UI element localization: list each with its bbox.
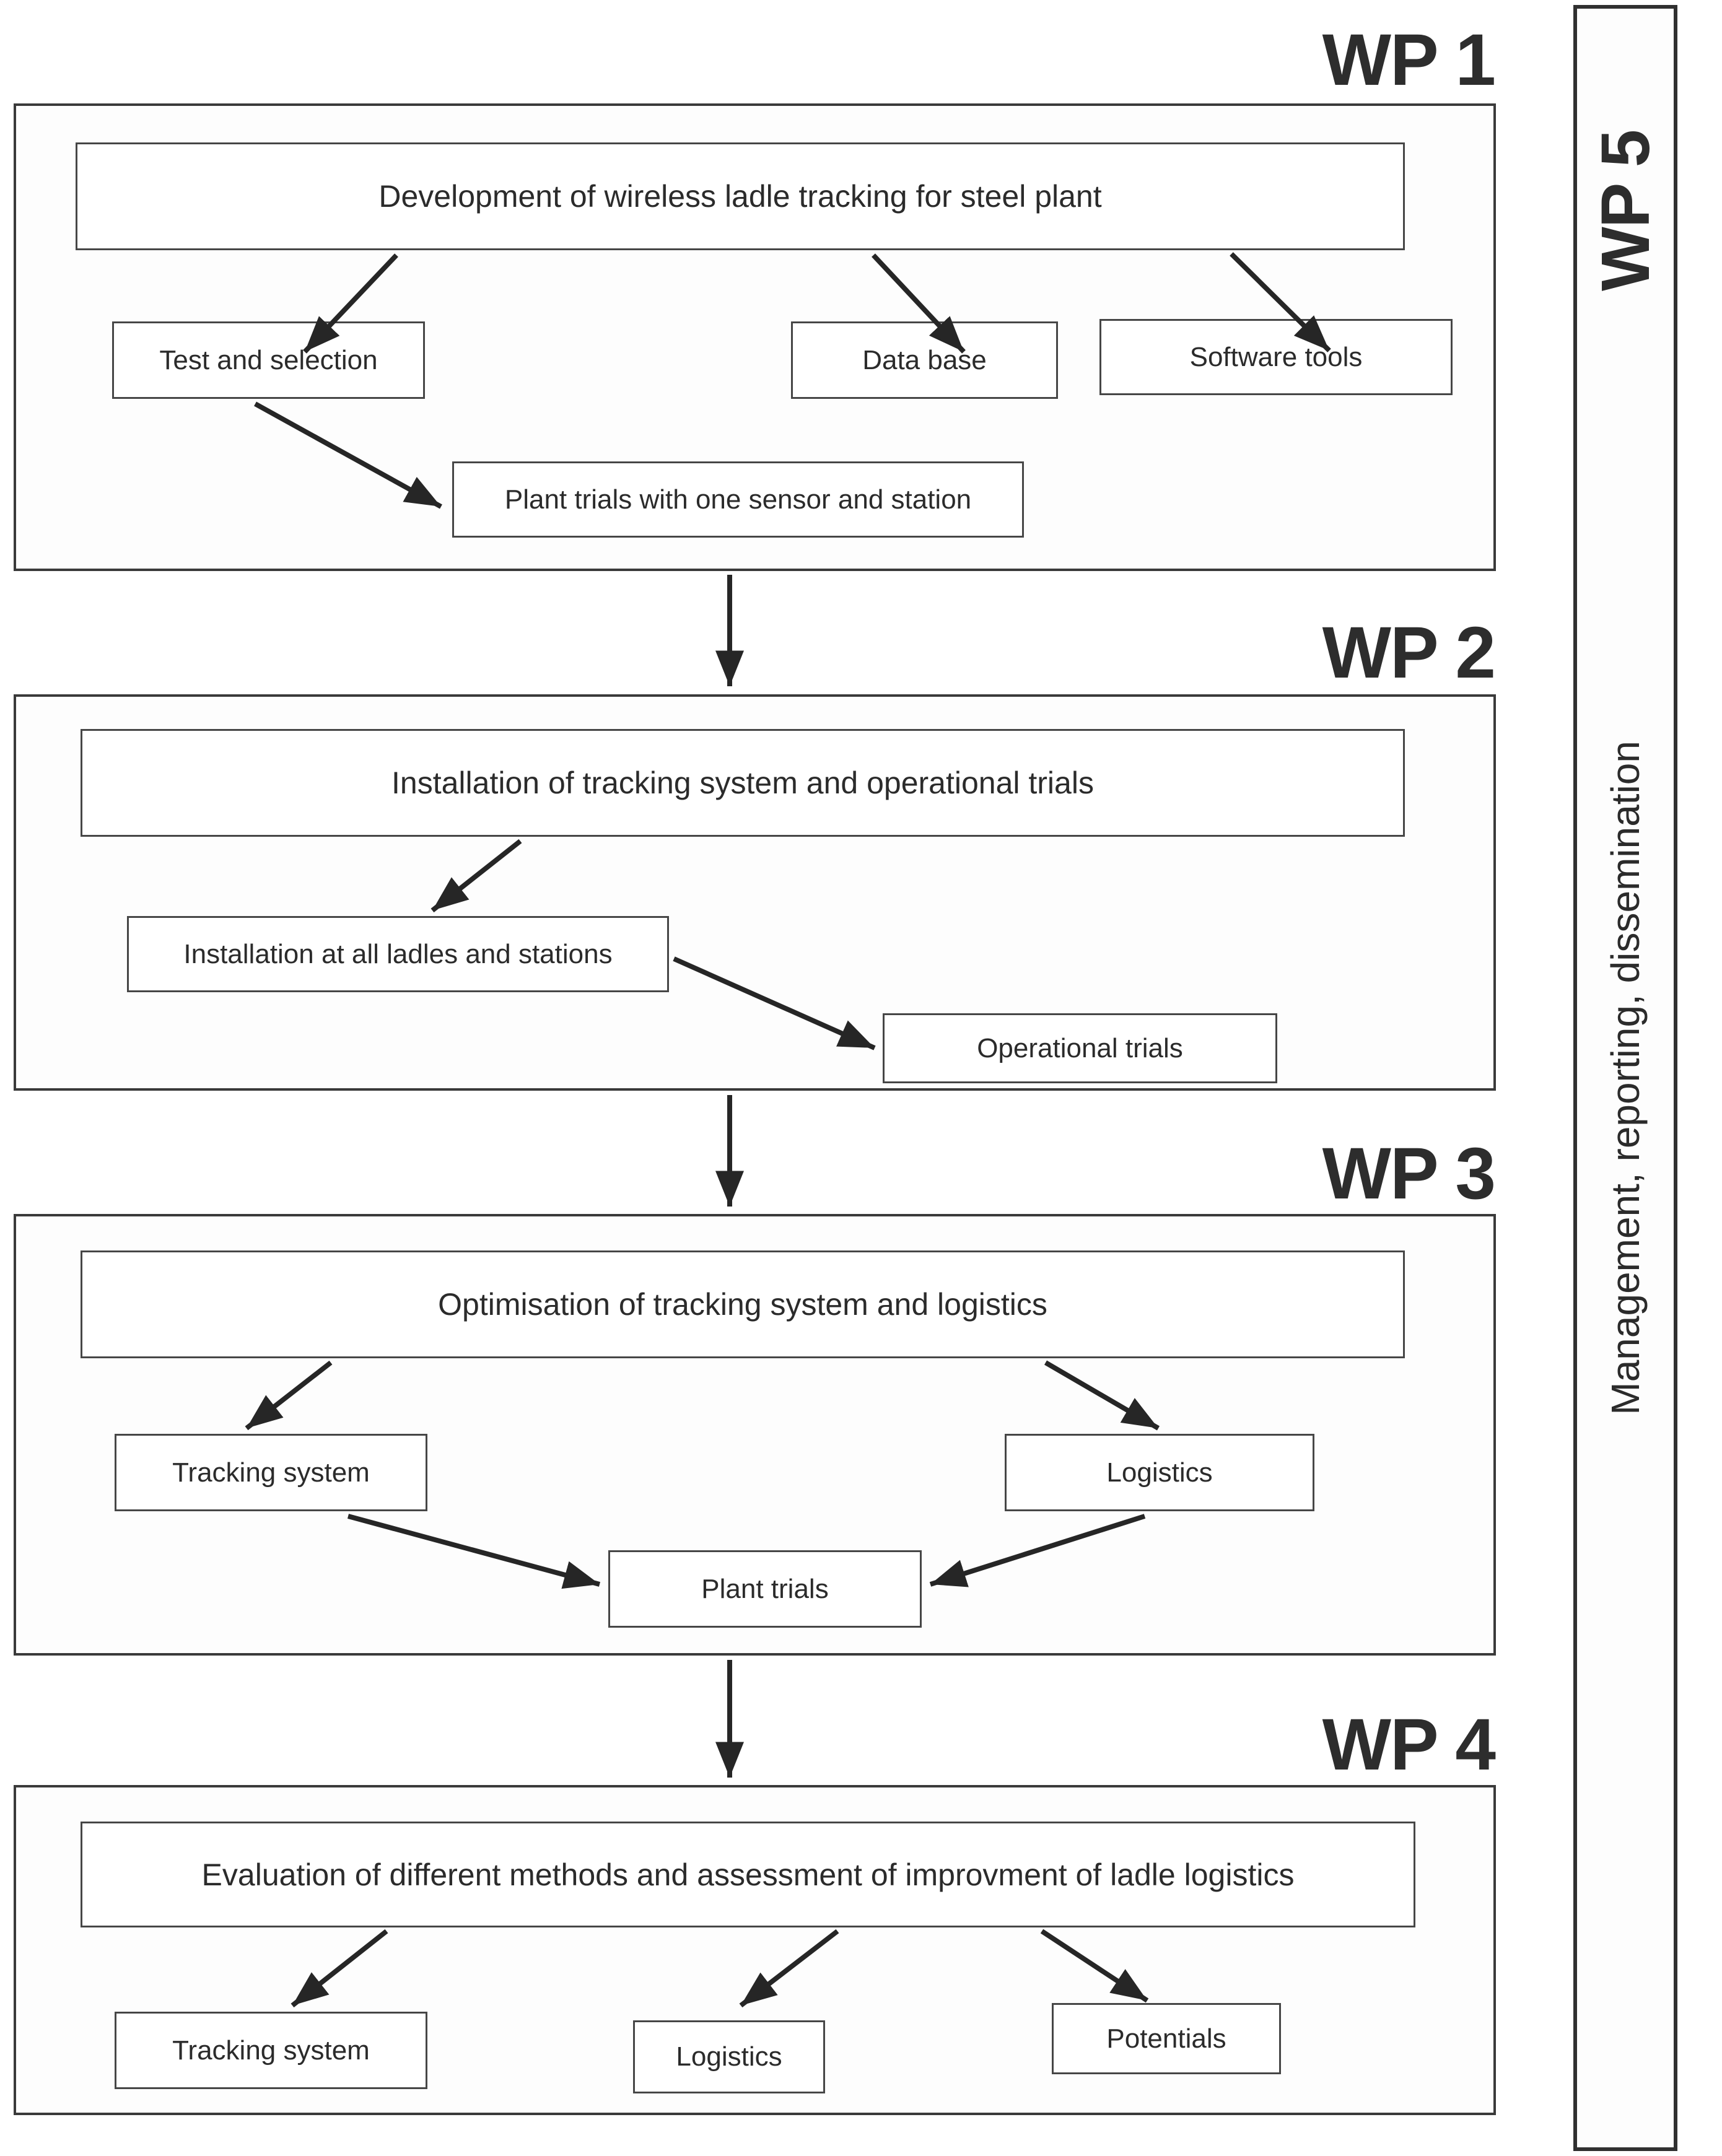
node-label: Tracking system bbox=[172, 1457, 370, 1488]
node-plant-trials-one-sensor: Plant trials with one sensor and station bbox=[452, 461, 1024, 538]
node-label: Logistics bbox=[1106, 1457, 1213, 1488]
node-logistics-wp3: Logistics bbox=[1005, 1434, 1314, 1511]
wp5-body-text: Management, reporting, dissemination bbox=[1603, 741, 1648, 1415]
wp1-header-box: Development of wireless ladle tracking f… bbox=[76, 142, 1405, 250]
node-label: Installation at all ladles and stations bbox=[183, 938, 613, 969]
node-operational-trials: Operational trials bbox=[883, 1013, 1277, 1083]
node-label: Tracking system bbox=[172, 2035, 370, 2066]
node-potentials-wp4: Potentials bbox=[1052, 2003, 1281, 2074]
wp2-label: WP 2 bbox=[1322, 612, 1496, 694]
wp4-header-box: Evaluation of different methods and asse… bbox=[81, 1822, 1415, 1927]
node-software-tools: Software tools bbox=[1099, 319, 1453, 395]
node-label: Potentials bbox=[1106, 2023, 1226, 2054]
wp4-label: WP 4 bbox=[1322, 1704, 1496, 1786]
node-plant-trials-wp3: Plant trials bbox=[608, 1550, 922, 1628]
node-label: Test and selection bbox=[159, 344, 378, 375]
wp4-header-text: Evaluation of different methods and asse… bbox=[201, 1857, 1295, 1892]
node-logistics-wp4: Logistics bbox=[633, 2020, 825, 2093]
wp5-body-wrap: Management, reporting, dissemination bbox=[1573, 5, 1677, 2151]
wp1-header-text: Development of wireless ladle tracking f… bbox=[378, 179, 1102, 214]
node-label: Logistics bbox=[676, 2041, 782, 2072]
wp5-bar bbox=[1573, 5, 1677, 2151]
wp3-header-box: Optimisation of tracking system and logi… bbox=[81, 1250, 1405, 1358]
wp1-label: WP 1 bbox=[1322, 19, 1496, 101]
node-label: Plant trials bbox=[701, 1573, 829, 1604]
node-installation-all-ladles: Installation at all ladles and stations bbox=[127, 916, 669, 992]
node-data-base: Data base bbox=[791, 321, 1058, 399]
node-tracking-system-wp4: Tracking system bbox=[115, 2012, 427, 2089]
node-label: Software tools bbox=[1189, 341, 1363, 372]
wp3-header-text: Optimisation of tracking system and logi… bbox=[438, 1287, 1047, 1322]
node-tracking-system-wp3: Tracking system bbox=[115, 1434, 427, 1511]
node-label: Operational trials bbox=[977, 1032, 1183, 1063]
wp3-label: WP 3 bbox=[1322, 1133, 1496, 1215]
wp2-header-text: Installation of tracking system and oper… bbox=[391, 766, 1094, 800]
node-label: Plant trials with one sensor and station bbox=[504, 484, 972, 515]
wp2-header-box: Installation of tracking system and oper… bbox=[81, 729, 1405, 837]
node-test-and-selection: Test and selection bbox=[112, 321, 425, 399]
node-label: Data base bbox=[862, 344, 987, 375]
